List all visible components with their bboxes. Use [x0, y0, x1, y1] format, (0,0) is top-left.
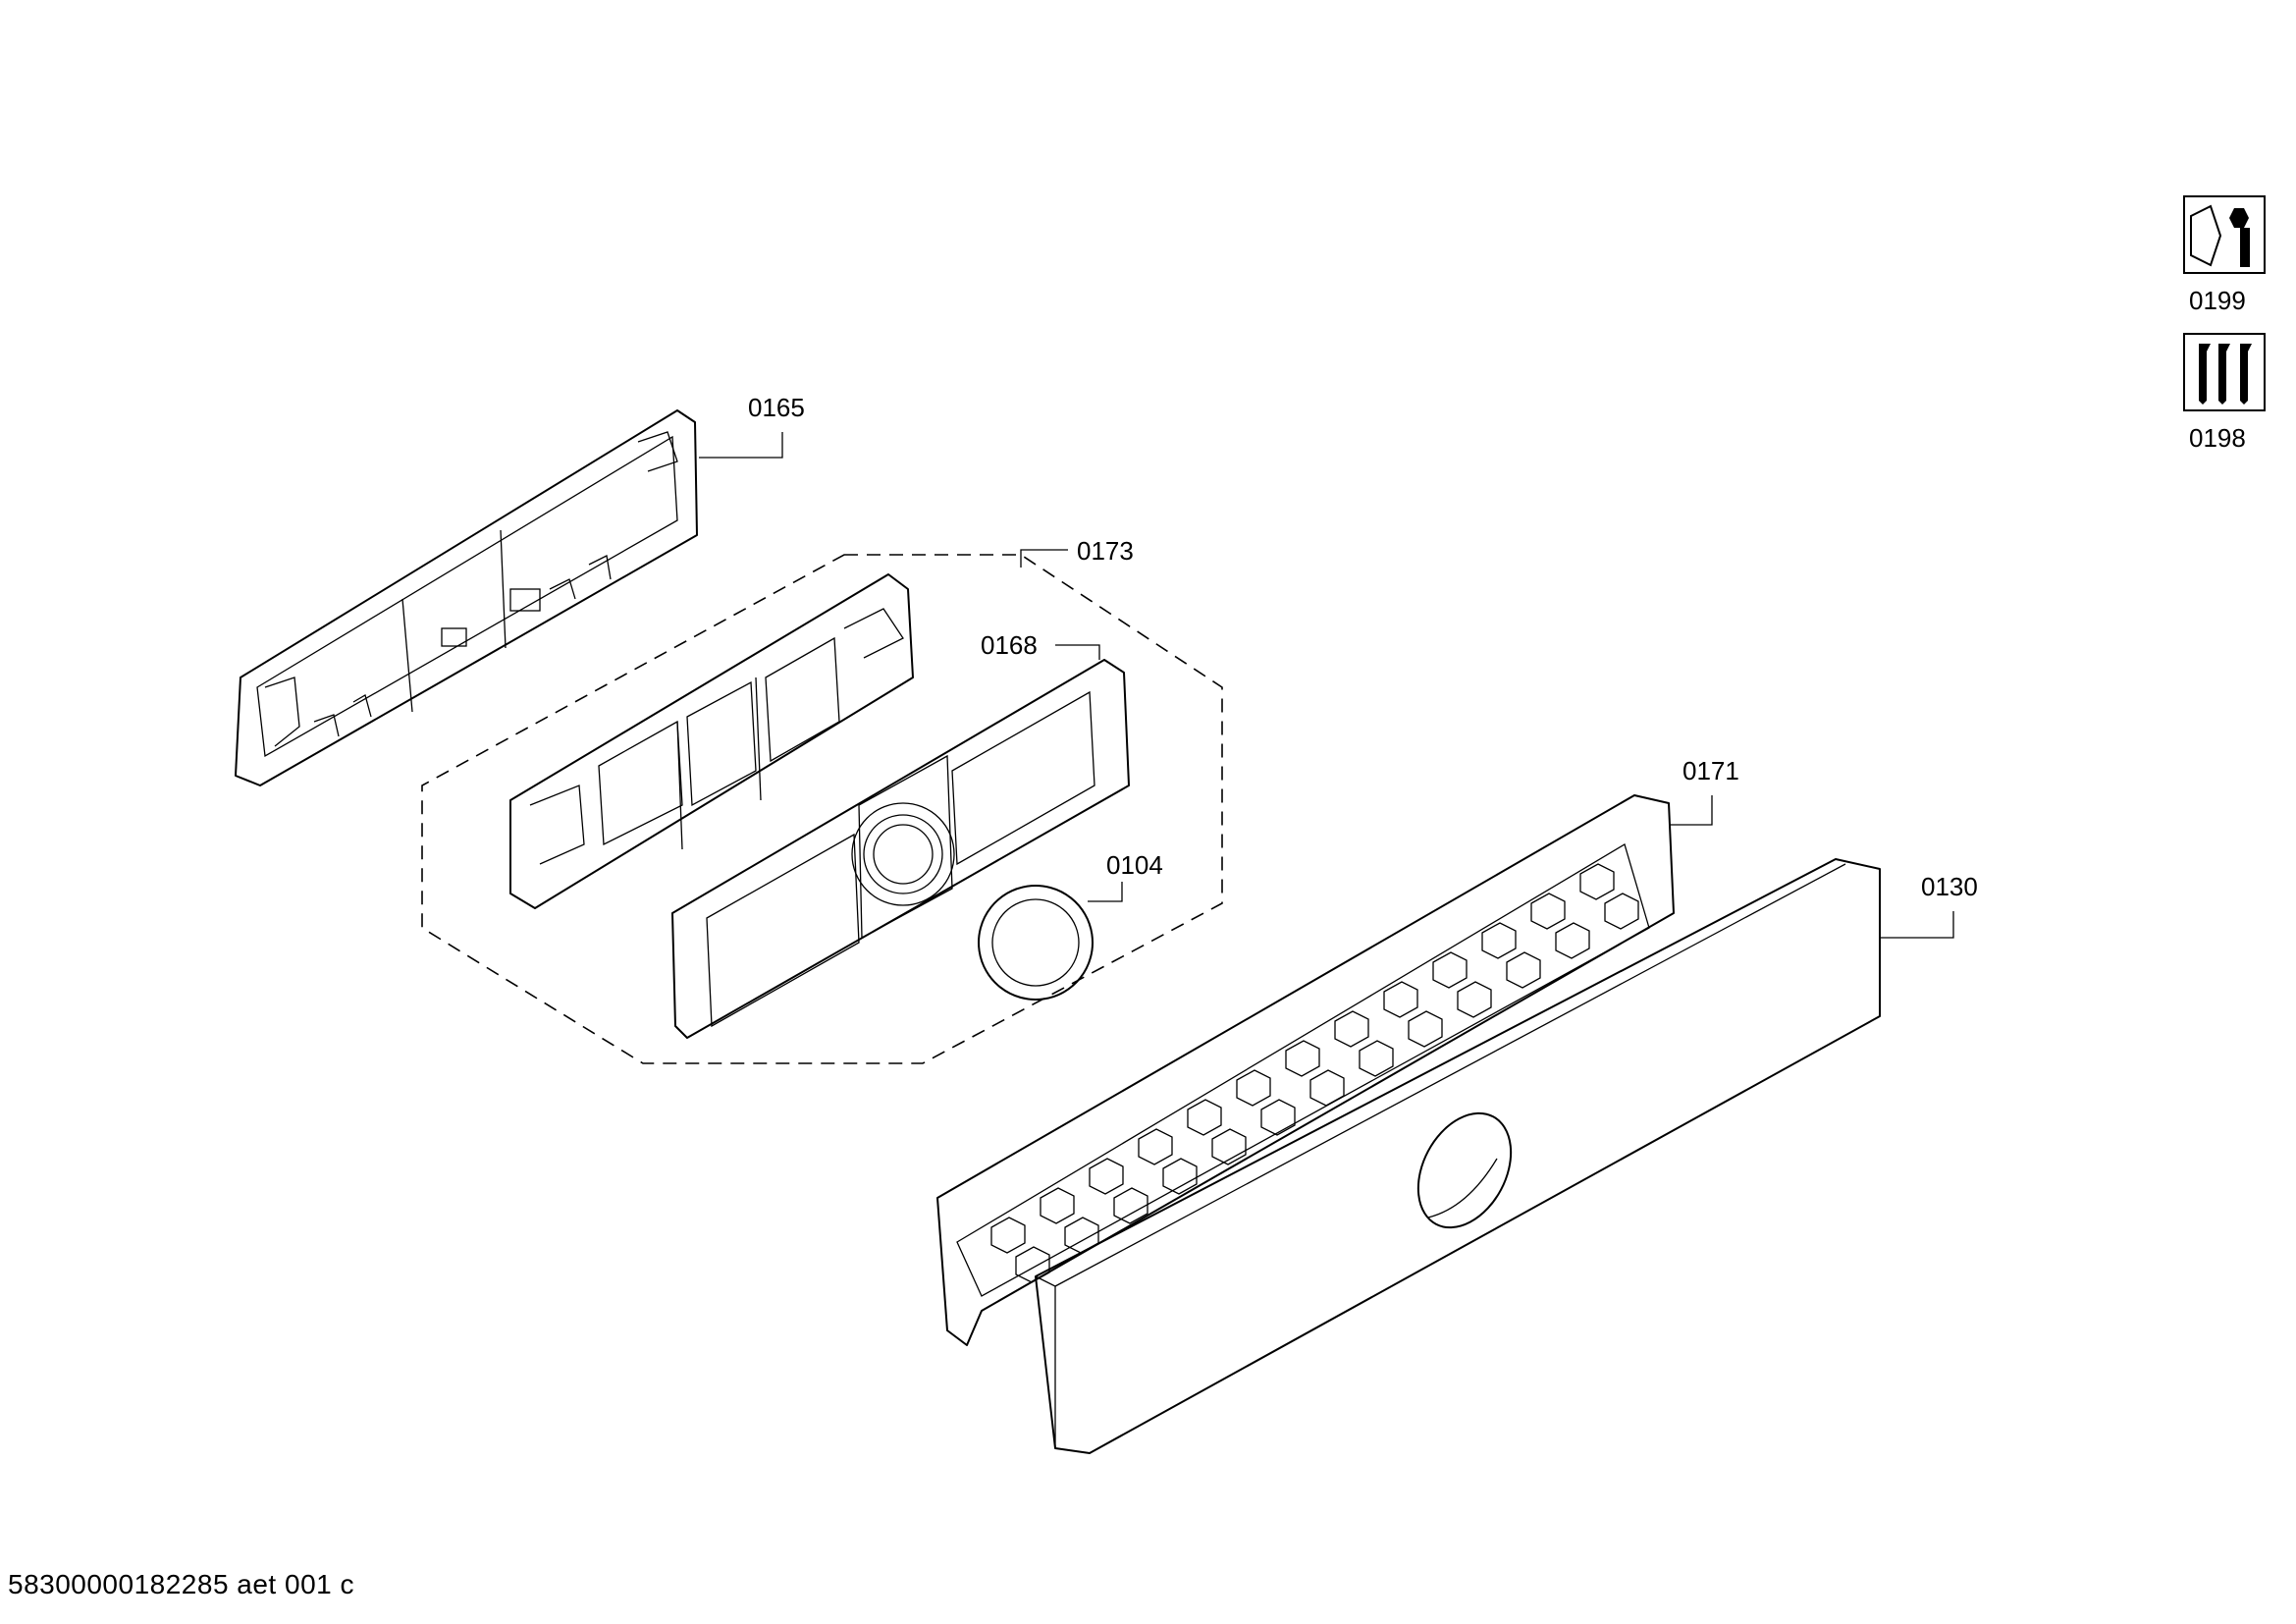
- part-label-0173: 0173: [1077, 536, 1134, 566]
- part-label-0165: 0165: [748, 393, 805, 422]
- part-0168-display-frame[interactable]: [671, 659, 1130, 1039]
- leader-0173: [1020, 549, 1068, 568]
- hex-nut-wrench-icon[interactable]: [2183, 195, 2266, 274]
- part-0165-frame[interactable]: [235, 409, 698, 786]
- leader-0130: [1880, 911, 1954, 939]
- leader-0168: [1055, 644, 1100, 660]
- part-0130-front-cover[interactable]: [1035, 858, 1881, 1454]
- part-0171-honeycomb-panel[interactable]: [936, 794, 1675, 1346]
- screws-icon[interactable]: [2183, 333, 2266, 411]
- document-id-footer: 58300000182285 aet 001 c: [8, 1569, 354, 1599]
- leader-0165: [699, 432, 783, 459]
- part-label-0168: 0168: [981, 630, 1038, 660]
- leader-0104: [1088, 882, 1123, 902]
- legend-label-0199: 0199: [2189, 286, 2246, 315]
- part-0173-circuit-board[interactable]: [509, 573, 914, 909]
- part-0104-ring[interactable]: [958, 865, 1113, 1020]
- assembly-0173-boundary: [421, 554, 1223, 1064]
- legend-label-0198: 0198: [2189, 423, 2246, 453]
- part-label-0104: 0104: [1106, 850, 1163, 880]
- leader-0171: [1669, 795, 1713, 826]
- part-label-0171: 0171: [1682, 756, 1739, 785]
- part-label-0130: 0130: [1921, 872, 1978, 901]
